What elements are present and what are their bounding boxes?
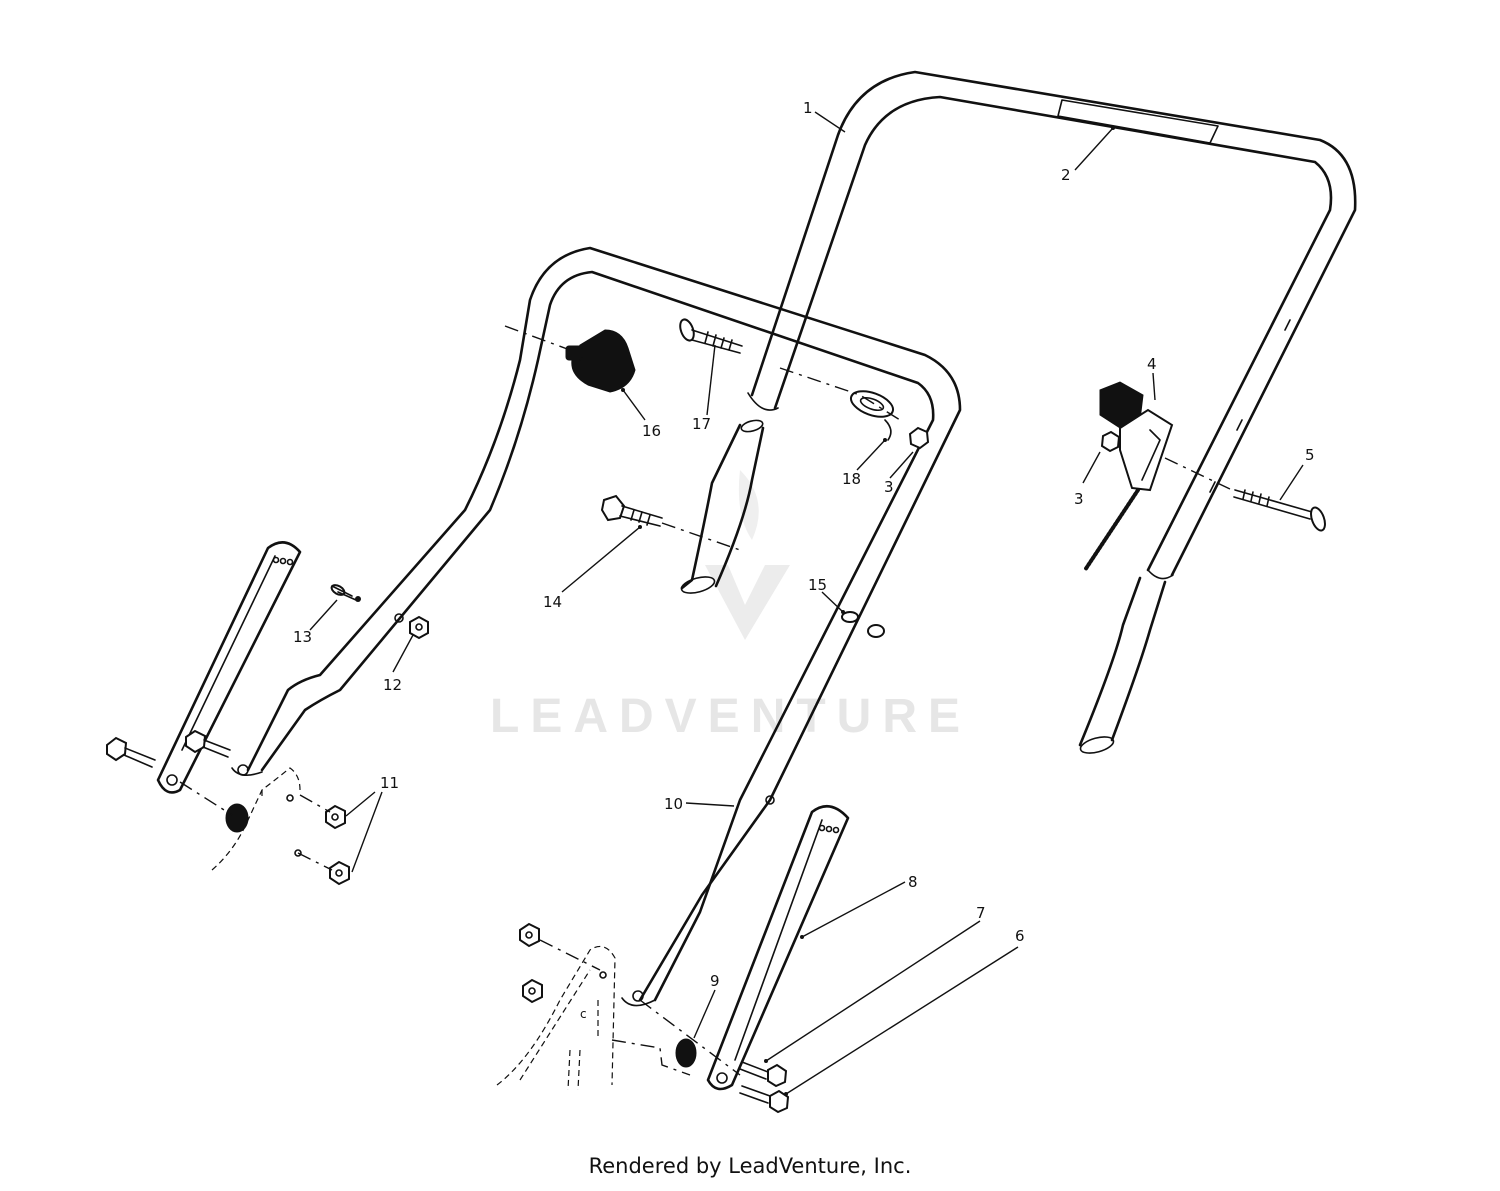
watermark-text: LEADVENTURE bbox=[490, 690, 971, 743]
left-hex-bolt-outer bbox=[106, 736, 156, 768]
callout-5: 5 bbox=[1305, 446, 1315, 464]
part-9-spacer-washer bbox=[675, 1038, 697, 1068]
callout-15: 15 bbox=[808, 576, 827, 594]
footer-credit: Rendered by LeadVenture, Inc. bbox=[588, 1154, 912, 1178]
upper-handle-lower-right-tube bbox=[1078, 576, 1167, 754]
left-hex-bolt-inner bbox=[185, 729, 231, 758]
leadventure-watermark: LEADVENTURE bbox=[490, 470, 971, 743]
callout-13: 13 bbox=[293, 628, 312, 646]
callout-9: 9 bbox=[710, 972, 720, 990]
callout-7: 7 bbox=[976, 904, 986, 922]
callout-6: 6 bbox=[1015, 927, 1025, 945]
part-16-handle-knob bbox=[565, 329, 636, 393]
left-spacer-washer bbox=[225, 803, 249, 833]
right-brace-bracket bbox=[706, 804, 850, 1091]
left-brace-bracket bbox=[156, 541, 302, 794]
assembly-centerlines bbox=[179, 325, 1233, 1076]
callout-2: 2 bbox=[1061, 166, 1071, 184]
grip-sleeve bbox=[1057, 99, 1219, 144]
part-7-bolt bbox=[739, 1061, 788, 1088]
part-12-nut bbox=[409, 615, 429, 640]
callout-leader-lines bbox=[309, 111, 1304, 1096]
callout-10: 10 bbox=[664, 795, 683, 813]
part-17-carriage-bolt bbox=[679, 318, 743, 354]
part-15-clip bbox=[841, 611, 885, 638]
part-3-nut-upper bbox=[908, 426, 930, 450]
part-14-bolt bbox=[600, 494, 663, 527]
upper-handle-lower-tube bbox=[680, 419, 765, 594]
upper-handle bbox=[747, 70, 1357, 580]
callout-1: 1 bbox=[803, 99, 813, 117]
part-6-bolt bbox=[739, 1085, 790, 1114]
deck-mount-ghost-left bbox=[211, 767, 302, 871]
part-13-pin bbox=[330, 584, 361, 602]
svg-text:c: c bbox=[580, 1007, 587, 1021]
lower-handle bbox=[231, 246, 962, 1007]
part-4-control-lever bbox=[1083, 381, 1174, 572]
callout-18: 18 bbox=[842, 470, 861, 488]
callout-16: 16 bbox=[642, 422, 661, 440]
part-11-nut-lower bbox=[329, 860, 350, 886]
callout-12: 12 bbox=[383, 676, 402, 694]
deck-mount-ghost-right: c bbox=[496, 945, 616, 1091]
callout-17: 17 bbox=[692, 415, 711, 433]
callout-labels: 1 2 3 3 4 5 6 7 8 9 10 11 12 13 14 15 16… bbox=[293, 99, 1315, 990]
deck-nut-upper bbox=[519, 922, 540, 948]
part-18-cable-guide bbox=[849, 390, 895, 441]
part-11-nut-upper bbox=[325, 804, 346, 830]
part-5-carriage-bolt bbox=[1233, 489, 1326, 532]
callout-14: 14 bbox=[543, 593, 562, 611]
callout-8: 8 bbox=[908, 873, 918, 891]
part-3-nut-right bbox=[1100, 430, 1121, 453]
callout-11: 11 bbox=[380, 774, 399, 792]
deck-nut-lower bbox=[522, 978, 543, 1004]
callout-3-right: 3 bbox=[1074, 490, 1084, 508]
callout-3-upper: 3 bbox=[884, 478, 894, 496]
callout-4: 4 bbox=[1147, 355, 1157, 373]
